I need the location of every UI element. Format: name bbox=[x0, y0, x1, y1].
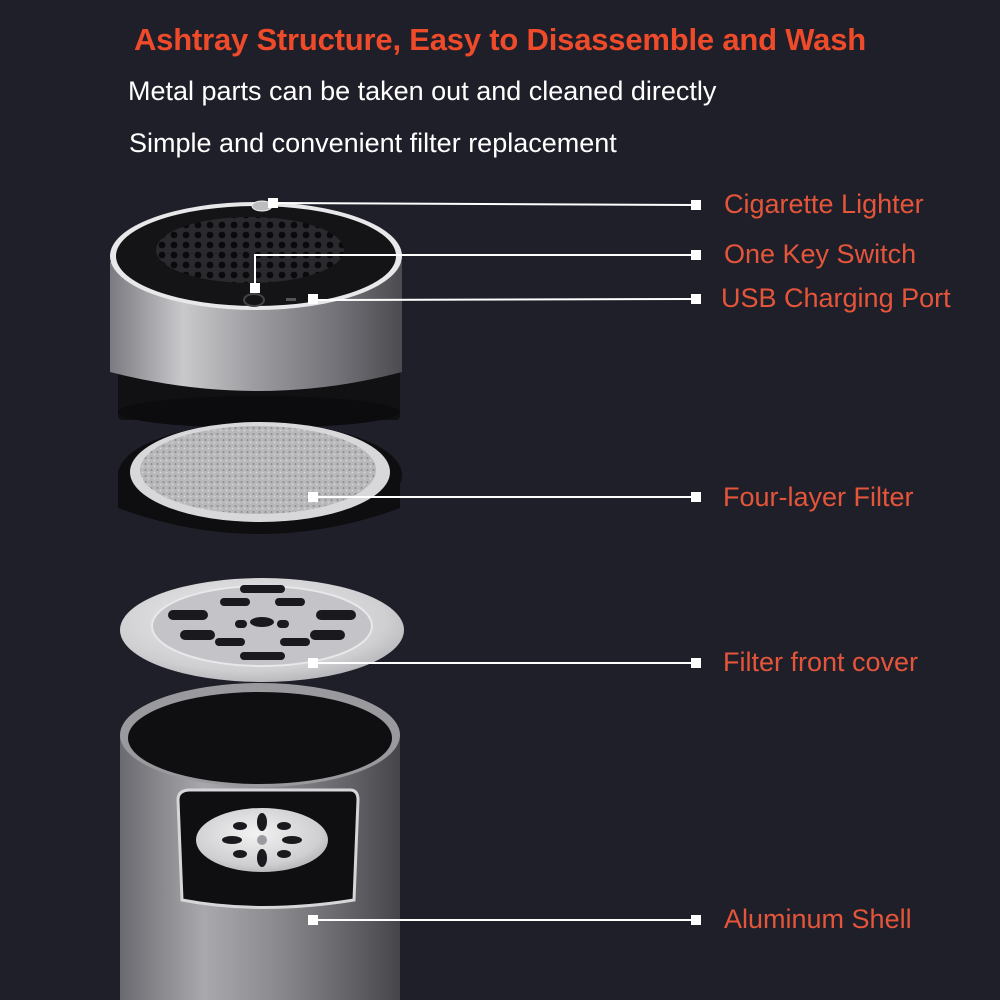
top-lid-unit bbox=[110, 200, 402, 428]
label-cigarette-lighter: Cigarette Lighter bbox=[724, 189, 924, 219]
leader-lines bbox=[254, 202, 696, 921]
leader-markers bbox=[250, 198, 701, 925]
power-button-icon bbox=[243, 293, 265, 307]
label-one-key-switch: One Key Switch bbox=[724, 239, 917, 269]
filter-front-cover bbox=[120, 578, 404, 682]
subtitle-line-1: Metal parts can be taken out and cleaned… bbox=[128, 76, 717, 106]
page-title: Ashtray Structure, Easy to Disassemble a… bbox=[134, 22, 866, 57]
label-usb-charging-port: USB Charging Port bbox=[721, 283, 951, 313]
label-four-layer-filter: Four-layer Filter bbox=[723, 482, 914, 512]
speaker-grille bbox=[156, 217, 344, 283]
filter-disc bbox=[118, 422, 402, 534]
subtitle-line-2: Simple and convenient filter replacement bbox=[129, 128, 617, 158]
label-filter-front-cover: Filter front cover bbox=[723, 647, 919, 677]
usb-port-icon bbox=[286, 298, 296, 301]
aluminum-shell bbox=[120, 683, 400, 1000]
label-aluminum-shell: Aluminum Shell bbox=[724, 904, 912, 934]
